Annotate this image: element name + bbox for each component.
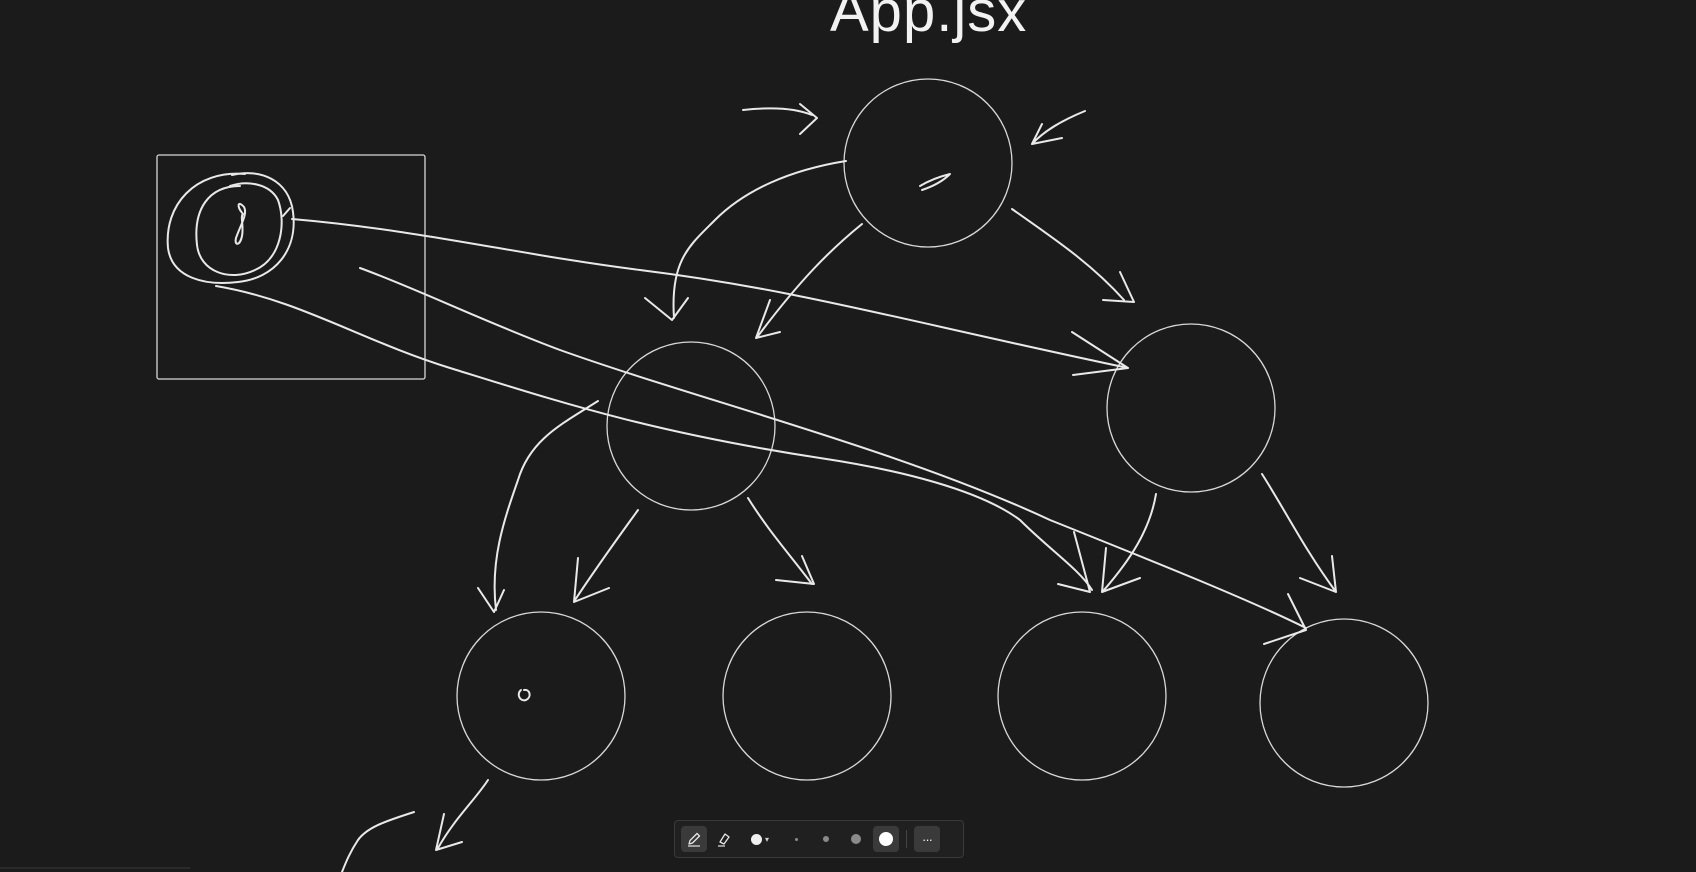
chevron-down-icon: ▾ — [764, 834, 769, 844]
leaf-label-0 — [517, 688, 531, 702]
arrow-left-child-to-leaf-1 — [477, 400, 599, 613]
arrow-leaf-1-down — [435, 779, 489, 851]
stroke-size-small[interactable] — [813, 826, 839, 852]
highlighter-tool-button[interactable] — [711, 826, 737, 852]
child-node-right — [1106, 323, 1276, 493]
stroke-size-extra-small[interactable] — [783, 826, 809, 852]
arrow-left-child-to-leaf-2-left — [573, 509, 639, 603]
arrow-left-child-to-leaf-2-right — [747, 497, 815, 585]
arrow-root-to-right — [1011, 208, 1135, 303]
drawing-toolbar: ▾ ··· — [674, 820, 964, 858]
root-label-1 — [919, 173, 951, 191]
arrow-box-to-leaf-3 — [215, 285, 1093, 593]
root-node — [843, 78, 1013, 248]
more-icon: ··· — [922, 831, 933, 847]
arrow-right-child-to-leaf-3 — [1101, 493, 1157, 593]
highlighter-icon — [718, 833, 730, 847]
canvas-title: App.jsx — [830, 0, 1028, 44]
color-swatch-icon — [750, 833, 762, 845]
leaf-node-4 — [1259, 618, 1429, 788]
stroke-size-large[interactable] — [873, 826, 899, 852]
leaf-node-3 — [997, 611, 1167, 781]
arrow-root-to-left-a — [644, 160, 847, 321]
more-options-button[interactable]: ··· — [914, 826, 940, 852]
arrow-into-root-right — [1031, 110, 1086, 145]
stroke-bottom-left — [341, 811, 415, 872]
arrow-right-child-to-leaf-4 — [1261, 473, 1337, 593]
child-node-left — [606, 341, 776, 511]
box-node-label-8 — [234, 203, 246, 245]
arrow-into-root-left — [742, 103, 818, 135]
box-tick — [282, 207, 291, 217]
leaf-node-2 — [722, 611, 892, 781]
color-picker-button[interactable]: ▾ — [741, 833, 779, 845]
toolbar-divider — [906, 830, 907, 848]
pen-tool-button[interactable] — [681, 826, 707, 852]
leaf-node-1 — [456, 611, 626, 781]
arrow-root-to-left-b — [755, 223, 863, 339]
box-scribble-outer — [166, 172, 295, 284]
arrow-box-to-right-child — [291, 218, 1129, 376]
component-box — [156, 154, 426, 380]
pen-icon — [688, 832, 701, 847]
box-scribble-inner — [195, 182, 283, 276]
stroke-size-medium[interactable] — [843, 826, 869, 852]
arrow-box-to-leaf-4 — [359, 267, 1307, 645]
